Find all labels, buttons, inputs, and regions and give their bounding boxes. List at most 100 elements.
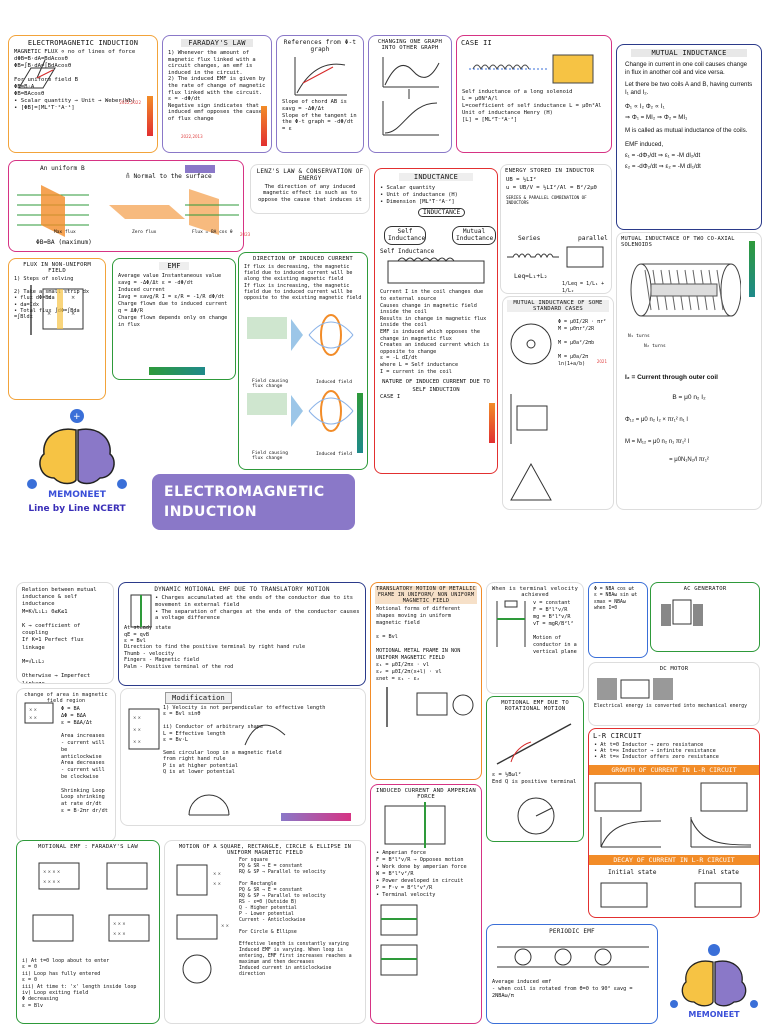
growth-band: GROWTH OF CURRENT IN L-R CIRCUIT <box>589 765 759 775</box>
card-title: DC MOTOR <box>659 666 689 672</box>
card-magnetic-flux: ELECTROMAGNETIC INDUCTION MAGNETIC FLUX … <box>8 35 158 153</box>
card-translatory-motion: TRANSLATORY MOTION OF METALLIC FRAME IN … <box>370 582 482 780</box>
brand-tagline: Line by Line NCERT <box>28 504 126 514</box>
flux-time-plot <box>294 57 347 96</box>
card-body: If flux is decreasing, the magnetic fiel… <box>244 264 362 302</box>
bottom-brand: MEMONEET <box>664 944 764 1024</box>
card-body: 1) Velocity is not perpendicular to effe… <box>163 705 326 776</box>
svg-text:+: + <box>73 412 81 422</box>
card-body: Average value Instantaneous value εavg =… <box>118 273 228 328</box>
decay-circuits <box>600 882 742 908</box>
card-energy-stored: ENERGY STORED IN INDUCTOR UB = ½LI² u = … <box>500 164 612 294</box>
card-lenz-law: LENZ'S LAW & CONSERVATION OF ENERGY The … <box>250 164 370 214</box>
strip-diagram: ×××× <box>30 285 84 335</box>
mutual-formula: M = M₁₂ = μ0 n₂ n₁ πr₁² l <box>625 439 690 445</box>
brand-name: MEMONEET <box>688 1010 740 1019</box>
induced-field-diagrams <box>247 314 354 433</box>
svg-text:× ×: × × <box>29 715 37 720</box>
inductance-tree: INDUCTANCE Self Inductance Mutual Induct… <box>375 208 497 246</box>
card-body: Relation between mutual inductance & sel… <box>22 587 97 684</box>
svg-text:× ×: × × <box>133 739 141 744</box>
card-title: MUTUAL INDUCTANCE OF SOME STANDARD CASES <box>507 300 609 312</box>
svg-text:×: × <box>47 311 51 317</box>
card-dynamic-motional-emf: DYNAMIC MOTIONAL EMF DUE TO TRANSLATORY … <box>118 582 366 686</box>
card-amperian-force: INDUCED CURRENT AND AMPERIAN FORCE • Amp… <box>370 784 482 1024</box>
rod-diagram <box>130 594 152 628</box>
inductor-combinations <box>507 246 604 268</box>
accent-bar <box>749 241 755 297</box>
card-title: CHANGING ONE GRAPH INTO OTHER GRAPH <box>377 39 443 51</box>
year-tag: 2022,2013 <box>181 134 203 139</box>
series-label: Series <box>518 235 541 242</box>
card-body: Φ = μ0I/2R · πr² M = μ0πr²/2R M = μ0a²/2… <box>558 319 607 367</box>
caption-max-flux: Max flux <box>54 230 76 235</box>
card-motional-faraday: MOTIONAL EMF : FARADAY'S LAW × × × ×× × … <box>16 840 160 1024</box>
mutual-note: M is called as mutual inductance of the … <box>625 127 748 134</box>
card-title: FARADAY'S LAW <box>181 39 253 47</box>
card-title: When is terminal velocity achieved <box>491 586 579 598</box>
card-body: For square PQ & SR → E = constant RQ & S… <box>239 858 352 977</box>
card-body: Average induced emf - when coil is rotat… <box>492 979 633 999</box>
coaxial-solenoid-drawing <box>630 263 741 317</box>
card-body: Motional forms of different shapes movin… <box>376 606 461 682</box>
card-body: Self inductance of a long solenoid L = μ… <box>462 89 602 123</box>
card-body: 1) Steps of solving 2) Take a small stri… <box>14 276 89 321</box>
card-title: AC GENERATOR <box>683 586 727 592</box>
caption-angle-flux: Flux = BA cos θ <box>192 230 233 235</box>
parallel-label: parallel <box>578 235 608 242</box>
solenoid-diagram <box>469 54 594 84</box>
top-page: ELECTROMAGNETIC INDUCTION MAGNETIC FLUX … <box>8 35 762 530</box>
svg-text:× × ×: × × × <box>113 921 126 926</box>
card-body: • Amperian force F = B²l²v/R → Opposes m… <box>376 850 467 898</box>
caption-induced-2: Induced field <box>316 452 352 457</box>
card-title: CASE II <box>461 39 492 47</box>
card-title: LENZ'S LAW & CONSERVATION OF ENERGY <box>256 168 364 182</box>
growth-circuit-graphs <box>594 782 752 848</box>
card-dc-motor: DC MOTOR Electrical energy is converted … <box>588 662 760 726</box>
nature-heading: NATURE OF INDUCED CURRENT DUE TO SELF IN… <box>382 379 490 393</box>
year-tag: 2023 <box>240 232 251 237</box>
card-body: Φ = BA ΔΦ = BΔA ε = BΔA/Δt Area increase… <box>61 706 108 814</box>
generator-drawing <box>661 599 703 626</box>
disk-diagram <box>517 797 555 835</box>
card-self-inductance-solenoid: CASE II Self inductance of a long soleno… <box>456 35 612 153</box>
accent-bar <box>149 367 205 375</box>
mutual-let: Let there be two coils A and B, having c… <box>625 81 753 96</box>
decay-band: DECAY OF CURRENT IN L-R CIRCUIT <box>589 855 759 865</box>
accent-bar <box>489 403 495 443</box>
steady-state: At steady state qE = qvB ε = Bvl Directi… <box>124 625 306 670</box>
card-title: ELECTROMAGNETIC INDUCTION <box>27 39 139 47</box>
svg-text:× ×: × × <box>133 715 141 720</box>
graph-transform-diagram <box>382 57 440 136</box>
hero-line-2: INDUCTION <box>164 504 258 520</box>
card-title: INDUCTANCE <box>399 173 473 181</box>
current-outer-coil: I₂ = Current through outer coil <box>625 374 718 381</box>
uniform-label: An uniform B <box>40 165 85 172</box>
card-non-uniform-flux: FLUX IN NON-UNIFORM FIELD ×××× 1) Steps … <box>8 258 106 400</box>
hero-title: ELECTROMAGNETIC INDUCTION <box>152 474 355 530</box>
svg-text:× × ×: × × × <box>113 931 126 936</box>
initial-state: Initial state <box>608 869 657 876</box>
card-body: The direction of any induced magnetic ef… <box>258 184 362 203</box>
card-title: References from Φ-t graph <box>283 39 357 53</box>
card-ac-generator: Φ = NBA cos ωt ε = NBAω sin ωt εmax = NB… <box>588 582 648 658</box>
year-tag: 2021 <box>596 359 607 364</box>
card-faradays-law: FARADAY'S LAW 1) Whenever the amount of … <box>162 35 272 153</box>
accent-bar <box>357 393 363 453</box>
frame-shapes <box>386 687 474 727</box>
max-flux-formula: ΦB=BA (maximum) <box>36 239 92 246</box>
standard-case-diagrams <box>510 323 552 501</box>
rotating-rod-diagram <box>496 723 572 765</box>
card-rotational-motion: MOTIONAL EMF DUE TO ROTATIONAL MOTION ε … <box>486 696 584 842</box>
n2-label: N₂ turns <box>644 344 666 349</box>
semi-circle-diagram <box>188 794 230 816</box>
svg-text:×: × <box>71 295 75 301</box>
card-ac-generator-diagram: AC GENERATOR <box>650 582 760 652</box>
self-inductance-body: Current I in the coil changes due to ext… <box>380 289 490 375</box>
case-label: CASE I <box>380 393 401 400</box>
terminal-velocity-diagrams <box>380 904 418 976</box>
amperian-rail-diagram <box>384 802 446 848</box>
card-title: TRANSLATORY MOTION OF METALLIC FRAME IN … <box>375 586 477 604</box>
card-title: DYNAMIC MOTIONAL EMF DUE TO TRANSLATORY … <box>154 586 330 593</box>
card-change-of-area: change of area in magnetic field region … <box>16 688 116 842</box>
